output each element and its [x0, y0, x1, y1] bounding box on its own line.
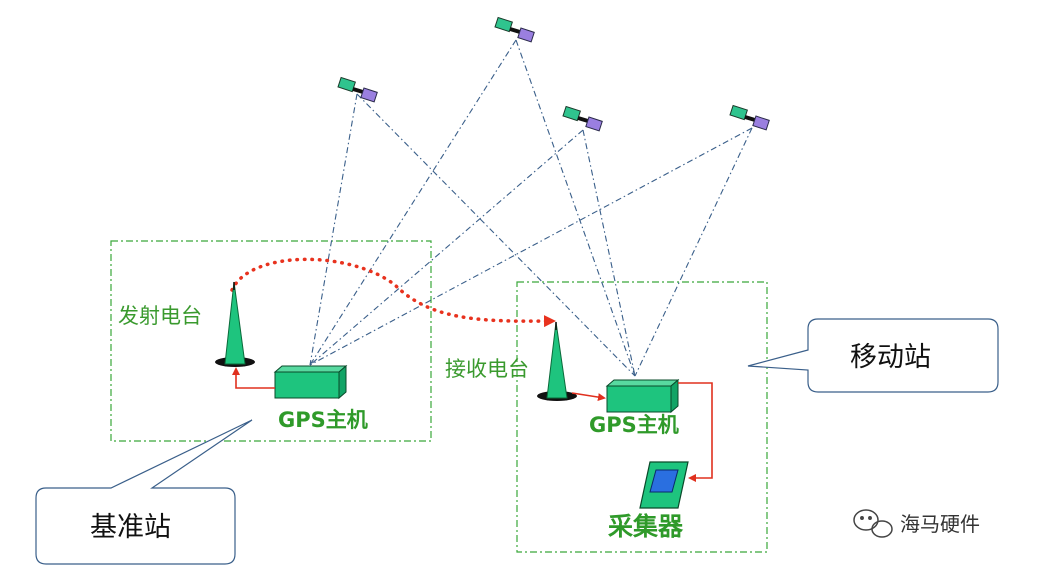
base-gps-host-label: GPS主机: [278, 408, 368, 432]
base-station-box: [110, 240, 432, 442]
base-station-label: 基准站: [90, 512, 171, 543]
base-gps-host-icon: [273, 364, 348, 400]
receive-antenna-icon: [537, 321, 577, 401]
watermark-text: 海马硬件: [900, 512, 980, 536]
satellite-icon: [561, 104, 605, 133]
radio-link-path: [230, 257, 556, 328]
collector-device-icon: [639, 461, 689, 509]
mobile-station-box: [516, 281, 768, 553]
collector-label: 采集器: [608, 512, 684, 541]
transmit-antenna-icon: [215, 281, 255, 367]
satellite-icon: [728, 103, 772, 132]
watermark-logo-icon: [853, 509, 893, 538]
transmit-radio-label: 发射电台: [118, 304, 202, 328]
mobile-station-label: 移动站: [850, 342, 931, 373]
mobile-station-callout: [747, 318, 999, 393]
satellite-sight-lines: [309, 39, 753, 377]
satellite-icon: [493, 15, 537, 44]
satellite-icon: [336, 75, 380, 104]
rover-collector-wire: [678, 382, 713, 482]
base-wire: [232, 367, 275, 389]
rover-gps-host-icon: [605, 378, 680, 414]
rover-antenna-wire: [571, 392, 606, 402]
base-station-callout: [35, 419, 253, 565]
receive-radio-label: 接收电台: [445, 357, 529, 381]
rover-gps-host-label: GPS主机: [589, 413, 679, 437]
